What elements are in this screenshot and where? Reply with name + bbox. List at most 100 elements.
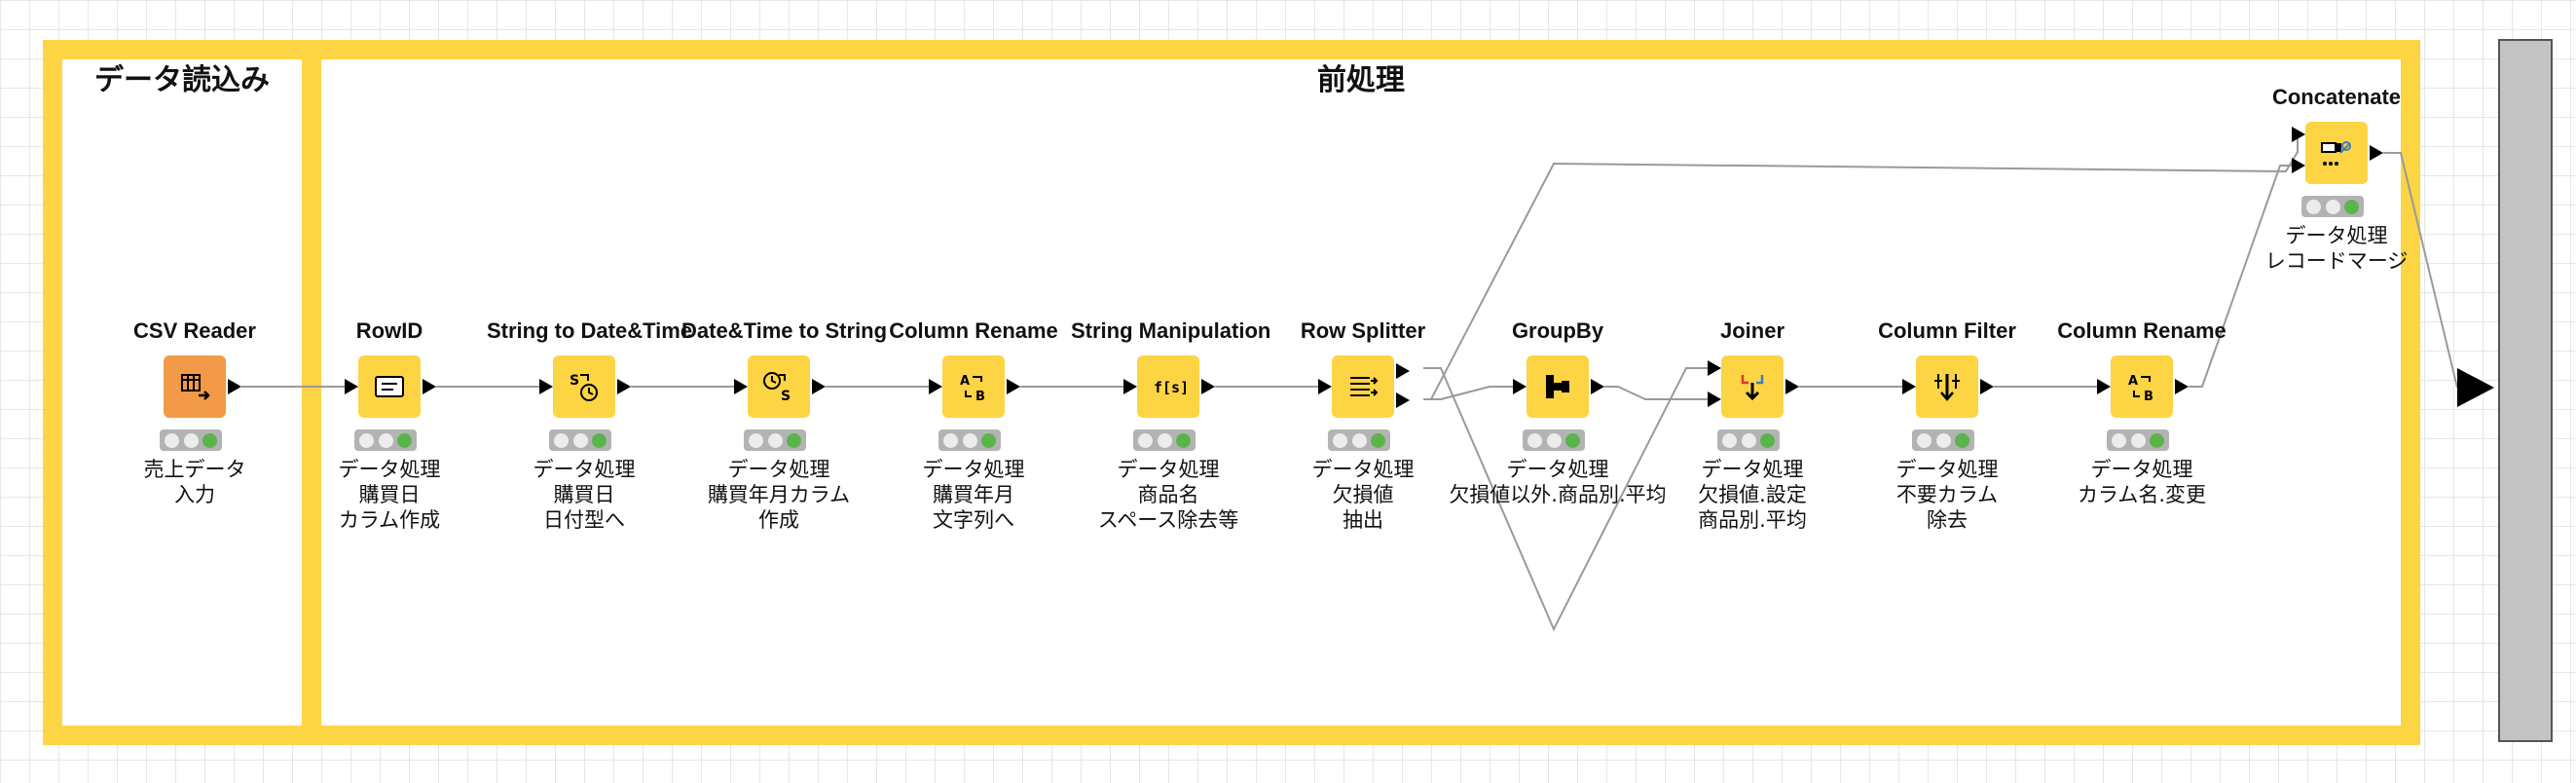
- input-port[interactable]: [1123, 379, 1137, 394]
- node-body[interactable]: [1332, 355, 1394, 418]
- workflow-output-bar[interactable]: [2498, 39, 2553, 742]
- svg-text:S: S: [570, 373, 579, 389]
- joiner-icon: [1741, 375, 1764, 401]
- status-dot: [962, 432, 977, 448]
- node-description[interactable]: データ処理 欠損値 抽出: [1207, 457, 1519, 533]
- svg-text:S: S: [781, 389, 791, 404]
- input-port[interactable]: [734, 379, 748, 394]
- status-dot-ok: [1955, 432, 1970, 448]
- node-body[interactable]: [2305, 122, 2368, 184]
- output-port[interactable]: [1980, 379, 1994, 394]
- output-port[interactable]: [1785, 379, 1799, 394]
- input-port[interactable]: [345, 379, 358, 394]
- desc-line: 不要カラム: [1895, 483, 1999, 506]
- desc-line: データ処理: [1895, 458, 1999, 481]
- node-description[interactable]: データ処理 欠損値以外.商品別.平均: [1402, 457, 1713, 507]
- input-port[interactable]: [539, 379, 553, 394]
- node-description[interactable]: データ処理 欠損値.設定 商品別.平均: [1597, 457, 1908, 533]
- node-description[interactable]: データ処理 カラム名.変更: [1986, 457, 2298, 507]
- node-body[interactable]: A B: [942, 355, 1005, 418]
- node-description[interactable]: データ処理 不要カラム 除去: [1791, 457, 2103, 533]
- output-port[interactable]: [812, 379, 826, 394]
- node-body[interactable]: A B: [2111, 355, 2173, 418]
- status-light: [938, 429, 1001, 451]
- output-port[interactable]: [1201, 379, 1215, 394]
- desc-line: 購買年月カラム: [707, 483, 851, 506]
- status-dot: [553, 432, 569, 448]
- node-body[interactable]: [1916, 355, 1978, 418]
- status-dot: [1546, 432, 1562, 448]
- node-name: GroupBy: [1511, 318, 1604, 343]
- column-filter-icon: [1934, 374, 1960, 401]
- node-name: CSV Reader: [133, 318, 256, 343]
- node-body[interactable]: [1527, 355, 1589, 418]
- output-port[interactable]: [2370, 145, 2383, 161]
- node-body[interactable]: f[s]: [1137, 355, 1199, 418]
- output-port[interactable]: [1007, 379, 1020, 394]
- column-rename-icon: A B: [960, 374, 985, 404]
- status-light: [744, 429, 806, 451]
- node-description[interactable]: データ処理 商品名 スペース除去等: [1012, 457, 1324, 533]
- desc-line: 商品別.平均: [1698, 508, 1807, 532]
- desc-line: 欠損値.設定: [1698, 483, 1807, 506]
- input-port-top[interactable]: [2292, 127, 2305, 142]
- output-port[interactable]: [1591, 379, 1604, 394]
- workflow-output-port-arrow[interactable]: [2457, 368, 2494, 407]
- status-dot-ok: [202, 432, 218, 448]
- node-description[interactable]: データ処理 レコードマージ: [2181, 223, 2492, 274]
- input-port-bottom[interactable]: [2292, 158, 2305, 173]
- status-dot: [2111, 432, 2126, 448]
- input-port-bottom[interactable]: [1708, 392, 1721, 407]
- output-port[interactable]: [228, 379, 241, 394]
- node-description[interactable]: データ処理 購買日 カラム作成: [234, 457, 545, 533]
- desc-line: データ処理: [727, 458, 830, 481]
- desc-line: 除去: [1927, 508, 1968, 532]
- svg-text:f[s]: f[s]: [1154, 379, 1186, 396]
- status-dot: [2130, 432, 2146, 448]
- status-light: [2107, 429, 2169, 451]
- input-port-top[interactable]: [1708, 360, 1721, 376]
- status-dot: [2305, 199, 2321, 214]
- output-port[interactable]: [617, 379, 631, 394]
- node-description[interactable]: データ処理 購買日 日付型へ: [428, 457, 740, 533]
- row-splitter-icon: [1350, 377, 1379, 396]
- status-light: [1523, 429, 1585, 451]
- output-port-top[interactable]: [1396, 363, 1410, 379]
- desc-line: 欠損値以外.商品別.平均: [1449, 483, 1667, 506]
- node-body[interactable]: [164, 355, 226, 418]
- output-port-bottom[interactable]: [1396, 392, 1410, 408]
- node-body[interactable]: S: [553, 355, 615, 418]
- output-port[interactable]: [423, 379, 436, 394]
- input-port[interactable]: [1513, 379, 1527, 394]
- node-body[interactable]: S: [748, 355, 810, 418]
- desc-line: データ処理: [338, 458, 441, 481]
- output-port[interactable]: [2175, 379, 2189, 394]
- status-dot-ok: [1565, 432, 1581, 448]
- status-dot: [1935, 432, 1951, 448]
- node-body[interactable]: [358, 355, 421, 418]
- status-dot: [572, 432, 588, 448]
- status-dot: [164, 432, 179, 448]
- input-port[interactable]: [1902, 379, 1916, 394]
- status-light: [549, 429, 611, 451]
- node-body[interactable]: [1721, 355, 1784, 418]
- status-dot-ok: [2344, 199, 2360, 214]
- status-dot: [183, 432, 199, 448]
- input-port[interactable]: [1318, 379, 1332, 394]
- svg-text:A: A: [2128, 374, 2138, 389]
- status-light: [1717, 429, 1780, 451]
- status-dot: [767, 432, 783, 448]
- string-to-date-icon: S: [570, 373, 598, 401]
- status-dot-ok: [1760, 432, 1776, 448]
- status-dot: [1741, 432, 1756, 448]
- node-description[interactable]: 売上データ 入力: [39, 457, 350, 507]
- node-description[interactable]: データ処理 購買年月 文字列へ: [818, 457, 1129, 533]
- desc-line: 文字列へ: [933, 508, 1014, 532]
- desc-line: カラム作成: [338, 508, 441, 532]
- status-dot: [378, 432, 393, 448]
- node-description[interactable]: データ処理 購買年月カラム 作成: [623, 457, 935, 533]
- desc-line: データ処理: [922, 458, 1025, 481]
- input-port[interactable]: [929, 379, 942, 394]
- input-port[interactable]: [2097, 379, 2111, 394]
- desc-line: データ処理: [2090, 458, 2193, 481]
